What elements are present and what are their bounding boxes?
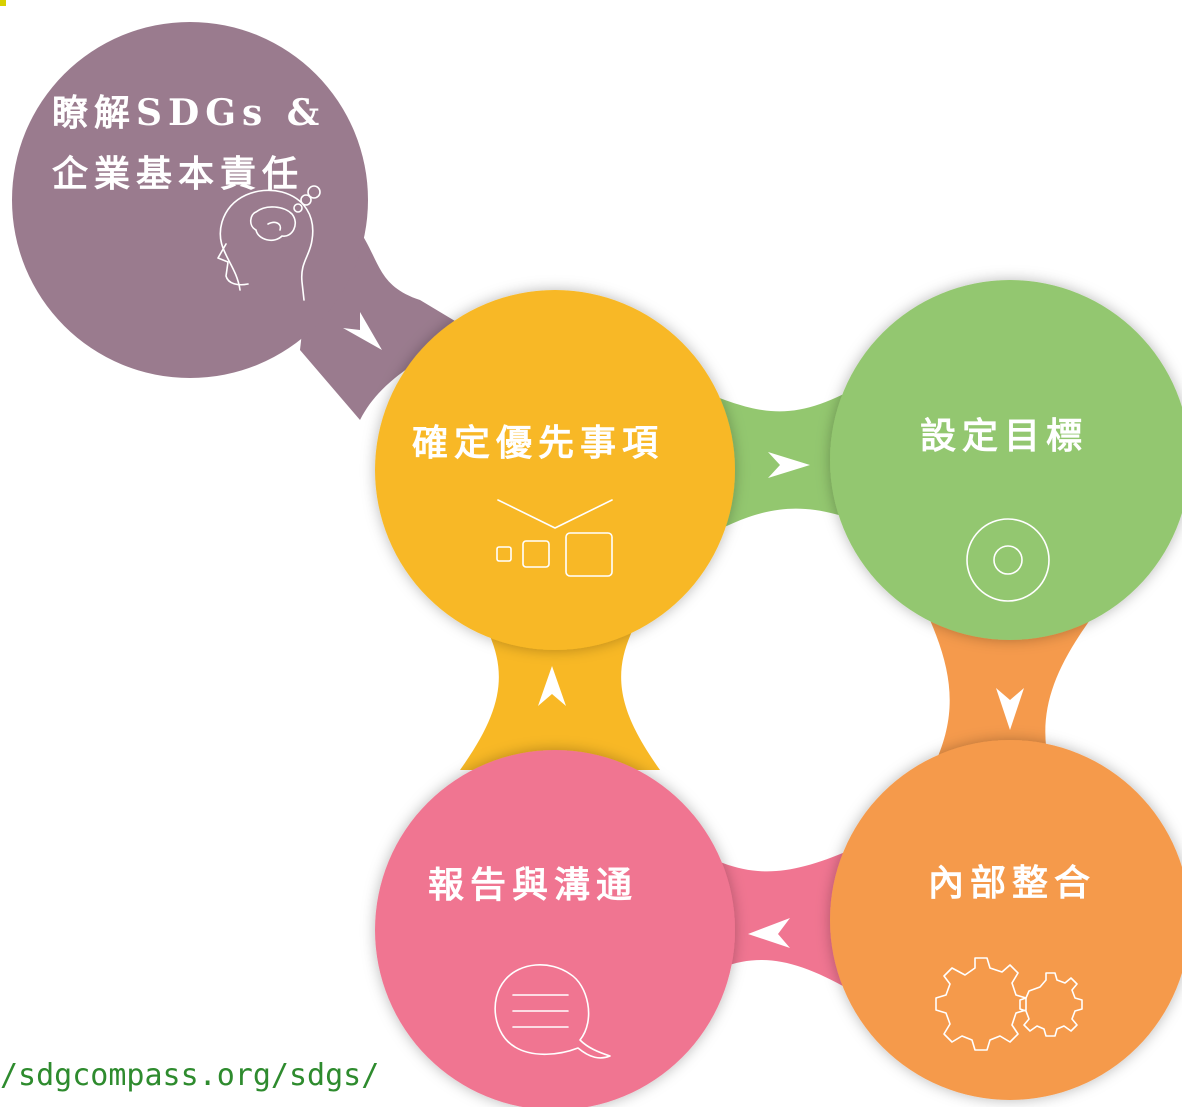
step-circle-prioritize (375, 290, 735, 650)
step-label-integrate: 內部整合 (928, 862, 1096, 904)
arrow-integrate-to-report (748, 918, 790, 948)
step-label-report: 報告與溝通 (428, 864, 638, 906)
step-label-prioritize: 確定優先事項 (412, 422, 664, 464)
arrow-goals-to-integrate (996, 688, 1024, 730)
step-label-goals: 設定目標 (920, 415, 1088, 457)
step-label-understand-line-1: 瞭解SDGs & (52, 92, 325, 134)
step-circle-integrate (830, 740, 1182, 1100)
head-brain-icon (217, 185, 321, 301)
arrow-prioritize-to-goals (768, 452, 810, 478)
source-link[interactable]: /sdgcompass.org/sdgs/ (0, 1058, 380, 1093)
step-circle-goals (830, 280, 1182, 640)
step-label-understand-line-2: 企業基本責任 (52, 153, 304, 195)
step-circle-understand (12, 22, 368, 378)
gears-icon (935, 957, 1083, 1051)
corner-mark (0, 0, 6, 6)
step-circle-report (375, 750, 735, 1107)
target-icon (966, 518, 1050, 602)
speech-bubble-icon (494, 964, 611, 1059)
arrow-report-to-prioritize (538, 666, 566, 706)
arrow-understand-to-prioritize (343, 312, 382, 350)
priority-boxes-icon (496, 499, 613, 577)
